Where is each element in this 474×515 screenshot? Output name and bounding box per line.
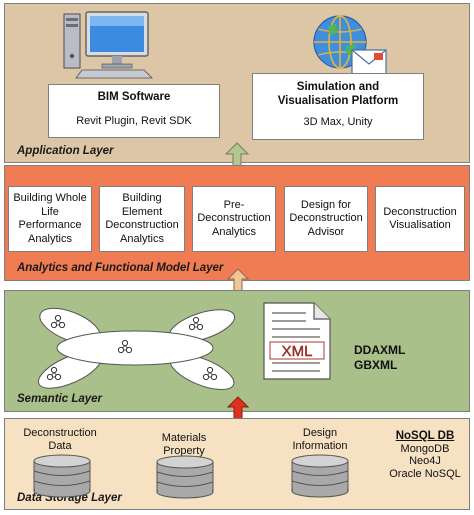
bim-software-title: BIM Software	[97, 91, 171, 103]
database-icon	[156, 455, 214, 499]
application-layer-title: Application Layer	[17, 145, 114, 157]
semantic-layer-title: Semantic Layer	[17, 393, 103, 405]
database-icon	[291, 454, 349, 498]
analytics-layer-title: Analytics and Functional Model Layer	[17, 262, 224, 274]
db-label-design: Design Information	[292, 427, 348, 452]
ontology-graph-icon	[37, 307, 236, 391]
exchange-formats: DDAXML GBXML	[354, 343, 405, 373]
simulation-platform-box: Simulation and Visualisation Platform 3D…	[252, 73, 424, 140]
database-icon	[33, 454, 91, 498]
bim-software-box: BIM Software Revit Plugin, Revit SDK	[48, 84, 220, 138]
simulation-platform-title: Simulation and Visualisation Platform	[277, 81, 399, 107]
db-label-materials: Materials Property	[161, 432, 207, 457]
analytics-box-visualisation: Deconstruction Visualisation	[375, 186, 465, 252]
nosql-db-list: NoSQL DB MongoDB Neo4J Oracle NoSQL	[382, 430, 468, 480]
nosql-item-oracle: Oracle NoSQL	[389, 467, 461, 480]
xml-icon-text: XML	[282, 343, 313, 360]
nosql-heading: NoSQL DB	[395, 430, 455, 442]
format-ddaxml: DDAXML	[354, 343, 406, 357]
bim-software-sub: Revit Plugin, Revit SDK	[76, 115, 192, 127]
analytics-box-dfd-advisor: Design for Deconstruction Advisor	[284, 186, 368, 252]
simulation-platform-sub: 3D Max, Unity	[303, 116, 373, 128]
analytics-box-pre-deconstruction: Pre- Deconstruction Analytics	[192, 186, 276, 252]
analytics-box-element-deconstruction: Building Element Deconstruction Analytic…	[99, 186, 185, 252]
computer-icon	[63, 11, 153, 79]
globe-envelope-icon	[313, 15, 387, 75]
nosql-item-neo4j: Neo4J	[409, 455, 441, 467]
nosql-item-mongodb: MongoDB	[400, 442, 450, 455]
analytics-box-whole-life: Building Whole Life Performance Analytic…	[8, 186, 92, 252]
db-label-deconstruction: Deconstruction Data	[23, 427, 97, 452]
format-gbxml: GBXML	[354, 358, 398, 372]
xml-document-icon: XML	[263, 302, 331, 380]
